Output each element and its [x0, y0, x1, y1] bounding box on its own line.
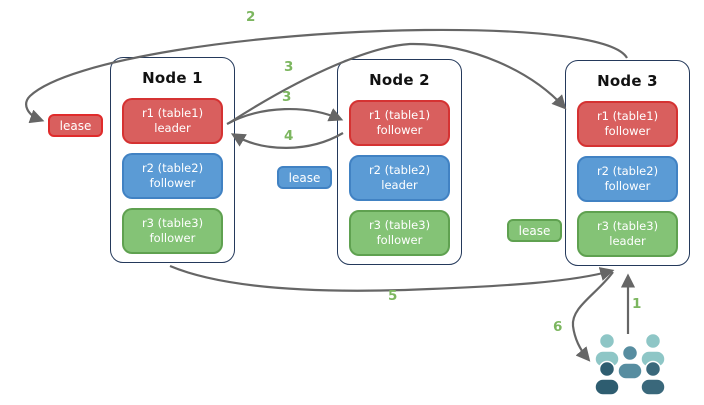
replica-role: follower [149, 176, 196, 190]
replica-name: r2 (table2) [596, 164, 659, 179]
replica-role: follower [604, 124, 651, 138]
step-label-3a: 3 [284, 59, 294, 75]
node-3: Node 3 r1 (table1) follower r2 (table2) … [565, 60, 690, 266]
replica-name: r1 (table1) [368, 108, 431, 123]
replica-name: r1 (table1) [141, 106, 204, 121]
node-3-replica-r2: r2 (table2) follower [577, 156, 678, 202]
lease-badge-table1: lease [48, 114, 103, 137]
step-label-3b: 3 [282, 89, 292, 105]
node-1-replica-r3: r3 (table3) follower [122, 208, 223, 254]
replica-role: follower [604, 179, 651, 193]
node-3-replica-r1: r1 (table1) follower [577, 101, 678, 147]
node-3-replica-r3: r3 (table3) leader [577, 211, 678, 257]
node-3-title: Node 3 [597, 72, 658, 90]
lease-badge-table2: lease [277, 166, 332, 189]
step-label-6: 6 [553, 319, 563, 335]
node-1-title: Node 1 [142, 69, 203, 87]
replica-name: r1 (table1) [596, 109, 659, 124]
node-2-replica-r3: r3 (table3) follower [349, 210, 450, 256]
replica-role: leader [381, 178, 418, 192]
node-2-title: Node 2 [369, 71, 430, 89]
replica-role: follower [376, 123, 423, 137]
step-label-2: 2 [246, 9, 256, 25]
node-1-replica-r1: r1 (table1) leader [122, 98, 223, 144]
replica-role: leader [609, 234, 646, 248]
replica-role: follower [376, 233, 423, 247]
users-group-icon [594, 332, 666, 396]
replica-name: r3 (table3) [596, 219, 659, 234]
lease-badge-table3: lease [507, 219, 562, 242]
node-1: Node 1 r1 (table1) leader r2 (table2) fo… [110, 57, 235, 263]
node-2-replica-r2: r2 (table2) leader [349, 155, 450, 201]
replica-name: r2 (table2) [141, 161, 204, 176]
replica-name: r3 (table3) [368, 218, 431, 233]
replica-role: follower [149, 231, 196, 245]
replica-role: leader [154, 121, 191, 135]
node-2: Node 2 r1 (table1) follower r2 (table2) … [337, 59, 462, 265]
step-label-5: 5 [388, 288, 398, 304]
node-2-replica-r1: r1 (table1) follower [349, 100, 450, 146]
step-label-4: 4 [284, 128, 294, 144]
replica-name: r3 (table3) [141, 216, 204, 231]
arrow-step3-node1-to-node2 [226, 107, 344, 125]
step-label-1: 1 [632, 296, 642, 312]
replica-name: r2 (table2) [368, 163, 431, 178]
node-1-replica-r2: r2 (table2) follower [122, 153, 223, 199]
